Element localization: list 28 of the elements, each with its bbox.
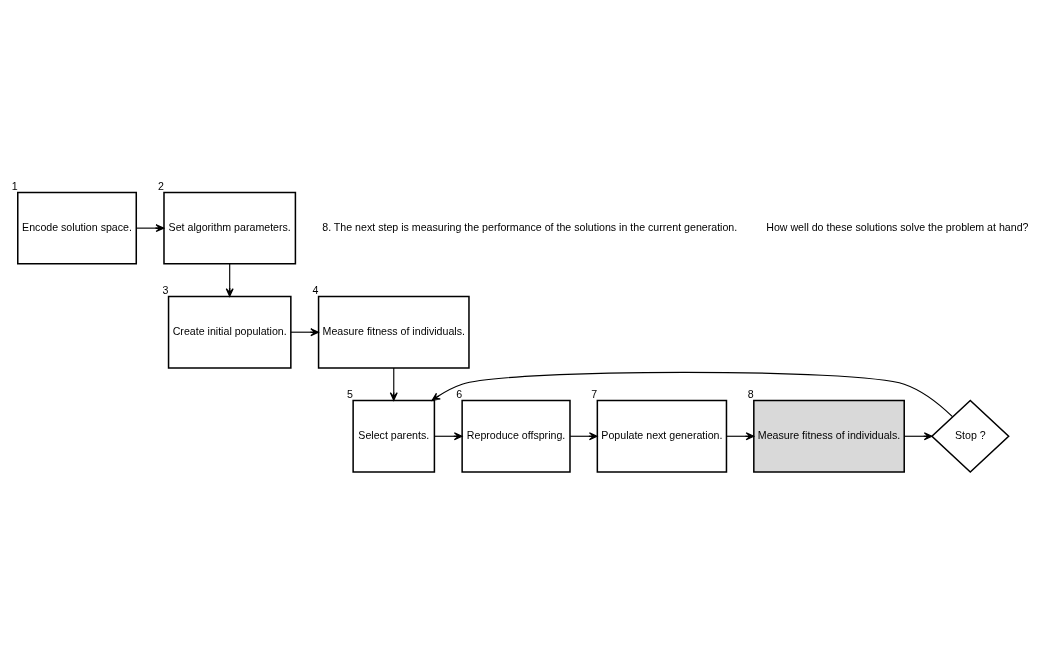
arrow xyxy=(389,366,398,401)
node-label: 8 xyxy=(747,387,754,400)
arrow xyxy=(135,223,165,232)
node-box: Measure fitness of individuals. xyxy=(753,399,905,473)
arrow xyxy=(725,431,755,440)
node-label: 5 xyxy=(347,387,354,400)
node-box: Measure fitness of individuals. xyxy=(317,295,470,369)
label: How well do these solutions solve the problem at hand? xyxy=(766,220,1029,233)
node-box: Select parents. xyxy=(352,399,436,473)
node-diamond: Stop ? xyxy=(930,399,1010,473)
node-box: Encode solution space. xyxy=(17,191,138,265)
label: 8. The next step is measuring the performance of the solutions in the current generation. xyxy=(322,220,738,233)
arrow xyxy=(569,431,598,440)
arrow xyxy=(431,371,954,417)
arrow xyxy=(225,262,234,297)
arrow xyxy=(290,327,319,336)
node-box: Set algorithm parameters. xyxy=(163,191,297,265)
arrow xyxy=(434,431,463,440)
node-box: Create initial population. xyxy=(167,295,292,369)
node-label: 2 xyxy=(157,179,164,192)
node-box: Reproduce offspring. xyxy=(461,399,571,473)
node-label: 6 xyxy=(456,387,463,400)
node-label: 3 xyxy=(162,283,169,296)
arrow xyxy=(903,431,933,440)
node-label: 4 xyxy=(312,283,319,296)
node-box: Populate next generation. xyxy=(596,399,728,473)
node-label: 7 xyxy=(591,387,598,400)
node-label: 1 xyxy=(11,179,18,192)
